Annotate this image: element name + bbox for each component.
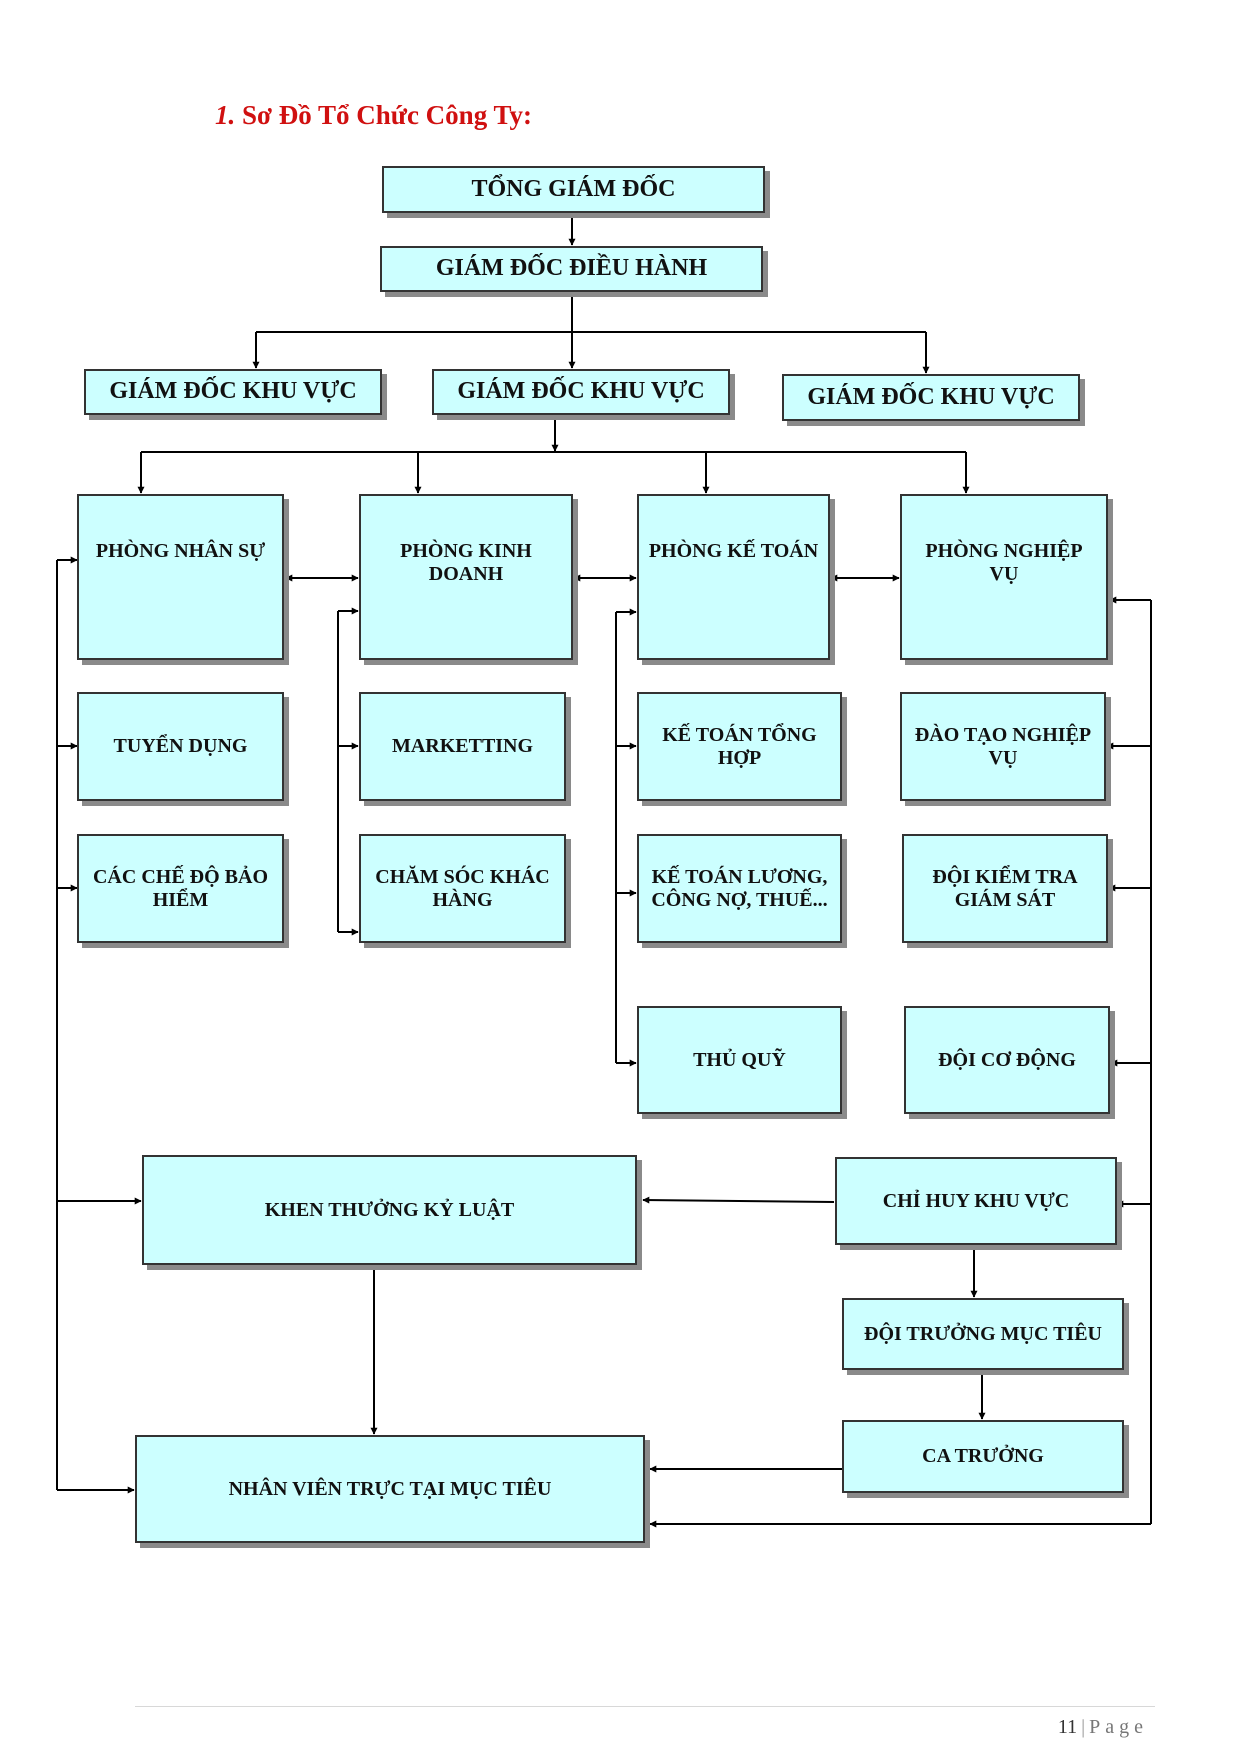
node-cham-soc-khach-hang: CHĂM SÓC KHÁC HÀNG bbox=[359, 834, 566, 943]
page-label: Page bbox=[1089, 1716, 1148, 1738]
node-thu-quy: THỦ QUỸ bbox=[637, 1006, 842, 1114]
node-ke-toan-luong: KẾ TOÁN LƯƠNG, CÔNG NỢ, THUẾ... bbox=[637, 834, 842, 943]
node-cac-che-do-bao-hiem: CÁC CHẾ ĐỘ BẢO HIỂM bbox=[77, 834, 284, 943]
node-ca-truong: CA TRƯỞNG bbox=[842, 1420, 1124, 1493]
node-chi-huy-khu-vuc: CHỈ HUY KHU VỰC bbox=[835, 1157, 1117, 1245]
page-footer: 11|Page bbox=[1057, 1716, 1148, 1738]
node-khen-thuong-ky-luat: KHEN THƯỞNG KỶ LUẬT bbox=[142, 1155, 637, 1265]
page-title: 1. Sơ Đồ Tổ Chức Công Ty: bbox=[215, 100, 532, 130]
node-tong-giam-doc: TỔNG GIÁM ĐỐC bbox=[382, 166, 765, 213]
node-doi-truong-muc-tieu: ĐỘI TRƯỞNG MỤC TIÊU bbox=[842, 1298, 1124, 1370]
node-marketting: MARKETTING bbox=[359, 692, 566, 801]
node-giam-doc-khu-vuc-1: GIÁM ĐỐC KHU VỰC bbox=[84, 369, 382, 415]
node-giam-doc-dieu-hanh: GIÁM ĐỐC ĐIỀU HÀNH bbox=[380, 246, 763, 292]
node-doi-kiem-tra-giam-sat: ĐỘI KIỂM TRA GIÁM SÁT bbox=[902, 834, 1108, 943]
node-phong-ke-toan: PHÒNG KẾ TOÁN bbox=[637, 494, 830, 660]
node-tuyen-dung: TUYỂN DỤNG bbox=[77, 692, 284, 801]
node-nhan-vien-truc: NHÂN VIÊN TRỰC TẠI MỤC TIÊU bbox=[135, 1435, 645, 1543]
node-giam-doc-khu-vuc-3: GIÁM ĐỐC KHU VỰC bbox=[782, 374, 1080, 421]
node-phong-nghiep-vu: PHÒNG NGHIỆP VỤ bbox=[900, 494, 1108, 660]
node-giam-doc-khu-vuc-2: GIÁM ĐỐC KHU VỰC bbox=[432, 369, 730, 415]
footer-divider bbox=[135, 1706, 1155, 1707]
page-number: 11 bbox=[1057, 1716, 1078, 1738]
node-doi-co-dong: ĐỘI CƠ ĐỘNG bbox=[904, 1006, 1110, 1114]
node-phong-nhan-su: PHÒNG NHÂN SỰ bbox=[77, 494, 284, 660]
node-dao-tao-nghiep-vu: ĐÀO TẠO NGHIỆP VỤ bbox=[900, 692, 1106, 801]
node-ke-toan-tong-hop: KẾ TOÁN TỔNG HỢP bbox=[637, 692, 842, 801]
node-phong-kinh-doanh: PHÒNG KINH DOANH bbox=[359, 494, 573, 660]
